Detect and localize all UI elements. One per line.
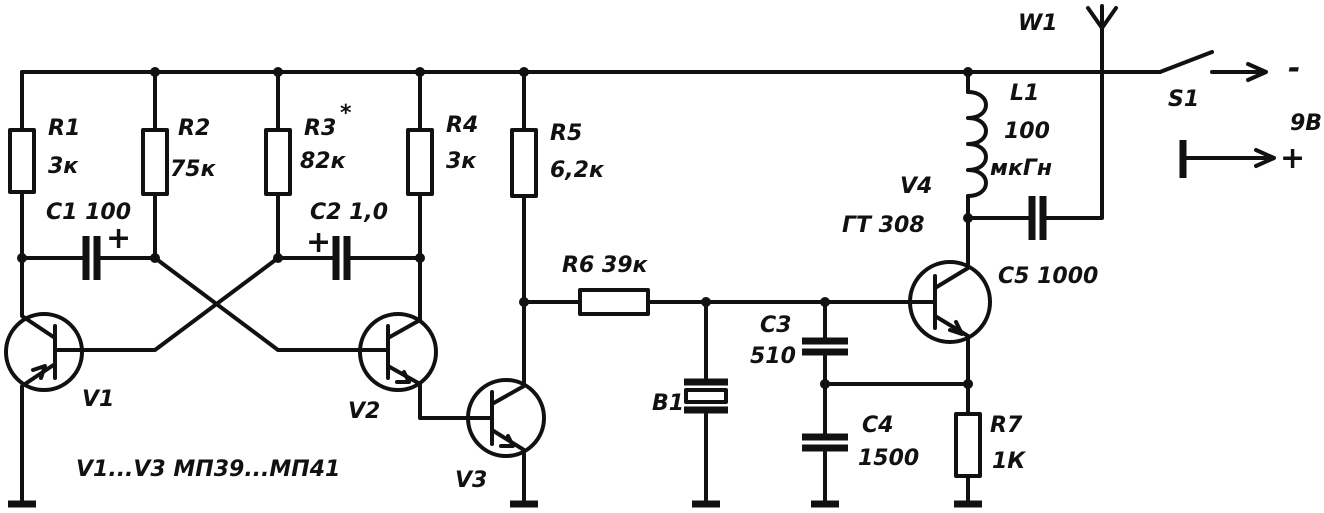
c3-name: C3 (760, 313, 791, 338)
c3-value: 510 (750, 344, 796, 369)
v4-name: V4 (900, 174, 932, 199)
resistor-r2 (141, 67, 169, 263)
c1-label: C1 100 (46, 200, 131, 225)
switch-s1 (1158, 50, 1268, 82)
supply-plus-terminal (1179, 140, 1276, 178)
resistor-r6 (522, 288, 912, 316)
r2-value: 75к (170, 157, 217, 182)
cross-link-a (153, 256, 364, 352)
transistor-v1 (4, 256, 88, 502)
r5-name: R5 (550, 121, 582, 146)
r3-star: * (340, 101, 352, 126)
resistor-r4 (406, 67, 434, 322)
plus-sign: + (1280, 141, 1305, 176)
w1-label: W1 (1018, 11, 1058, 36)
inductor-l1 (963, 67, 988, 223)
transistors-note: V1...V3 МП39...МП41 (76, 457, 340, 482)
c4-value: 1500 (858, 446, 919, 471)
r3-value: 82к (300, 149, 347, 174)
capacitor-c2 (276, 236, 425, 280)
r4-name: R4 (446, 113, 478, 138)
l1-value: 100 (1004, 119, 1050, 144)
v4-type: ГТ 308 (842, 213, 925, 238)
resistor-r7 (954, 382, 982, 507)
c2-plus: + (306, 225, 331, 260)
transistor-v3 (466, 300, 546, 507)
resistor-r5 (510, 67, 538, 307)
l1-unit: мкГн (990, 156, 1052, 181)
r4-value: 3к (446, 149, 477, 174)
capacitor-c5 (966, 26, 1104, 240)
r1-value: 3к (48, 154, 79, 179)
v2-label: V2 (348, 399, 380, 424)
capacitor-c4 (802, 382, 848, 507)
c2-label: C2 1,0 (310, 200, 388, 225)
minus-sign: - (1288, 51, 1300, 86)
b1-label: B1 (652, 391, 684, 416)
transistor-v2 (358, 312, 472, 420)
cross-link-b (84, 256, 280, 352)
capacitor-c3 (802, 300, 848, 389)
resistor-r3 (264, 67, 292, 263)
c1-plus: + (106, 221, 131, 256)
r3-name: R3 (304, 116, 336, 141)
r7-name: R7 (990, 413, 1023, 438)
v3-label: V3 (455, 468, 487, 493)
l1-name: L1 (1010, 81, 1039, 106)
antenna-w1 (1086, 4, 1118, 30)
c4-name: C4 (862, 413, 893, 438)
supply-voltage: 9В (1290, 111, 1322, 136)
r7-value: 1К (992, 449, 1026, 474)
v1-label: V1 (82, 387, 114, 412)
r5-value: 6,2к (550, 158, 605, 183)
r2-name: R2 (178, 116, 210, 141)
transistor-v4 (908, 216, 992, 389)
resistor-r1 (8, 70, 36, 260)
capacitor-c1 (20, 236, 157, 280)
r1-name: R1 (48, 116, 80, 141)
s1-label: S1 (1168, 87, 1199, 112)
crystal-b1 (684, 300, 728, 507)
c5-label: C5 1000 (998, 264, 1098, 289)
r6-label: R6 39к (562, 253, 649, 278)
